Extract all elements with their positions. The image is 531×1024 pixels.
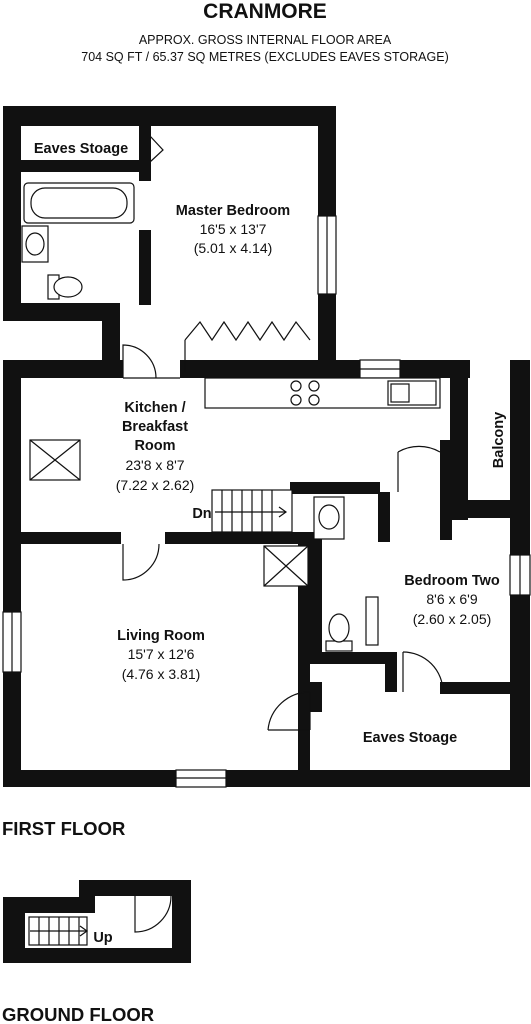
kitchen-name-3: Room — [134, 438, 175, 454]
stairs-up-label: Up — [93, 930, 112, 946]
living-room-name: Living Room — [117, 628, 205, 644]
bedroom-two-metric: (2.60 x 2.05) — [413, 611, 492, 627]
master-bathroom-fixtures — [21, 182, 135, 300]
kitchen-metric: (7.22 x 2.62) — [116, 477, 195, 493]
eaves-storage-top-label: Eaves Stoage — [34, 141, 128, 157]
bedroom-two-imperial: 8'6 x 6'9 — [426, 591, 477, 607]
first-floor-label: FIRST FLOOR — [2, 818, 125, 839]
living-room-metric: (4.76 x 3.81) — [122, 666, 201, 682]
area-line-2: 704 SQ FT / 65.37 SQ METRES (EXCLUDES EA… — [81, 50, 448, 64]
living-room-imperial: 15'7 x 12'6 — [128, 646, 195, 662]
stairs-down-label: Dn — [192, 506, 211, 522]
ground-floor-label: GROUND FLOOR — [2, 1004, 154, 1024]
ground-floor-walls — [3, 880, 191, 963]
area-line-1: APPROX. GROSS INTERNAL FLOOR AREA — [139, 33, 392, 47]
kitchen-stairs — [211, 489, 293, 533]
bedroom-two-name: Bedroom Two — [404, 573, 500, 589]
doors — [122, 135, 444, 731]
kitchen-name-2: Breakfast — [122, 419, 188, 435]
wardrobe — [184, 320, 311, 372]
kitchen-worktop — [204, 377, 441, 409]
windows — [2, 215, 531, 788]
kitchen-imperial: 23'8 x 8'7 — [125, 457, 184, 473]
balcony-label: Balcony — [491, 412, 507, 468]
master-bedroom-metric: (5.01 x 4.14) — [194, 240, 273, 256]
kitchen-name-1: Kitchen / — [124, 400, 185, 416]
master-bedroom-name: Master Bedroom — [176, 203, 290, 219]
shower-wc-fixtures — [263, 496, 379, 652]
plan-title: CRANMORE — [203, 0, 327, 23]
master-bedroom-imperial: 16'5 x 13'7 — [200, 221, 267, 237]
ground-floor-stairs — [28, 895, 172, 946]
eaves-storage-bottom-label: Eaves Stoage — [363, 730, 457, 746]
